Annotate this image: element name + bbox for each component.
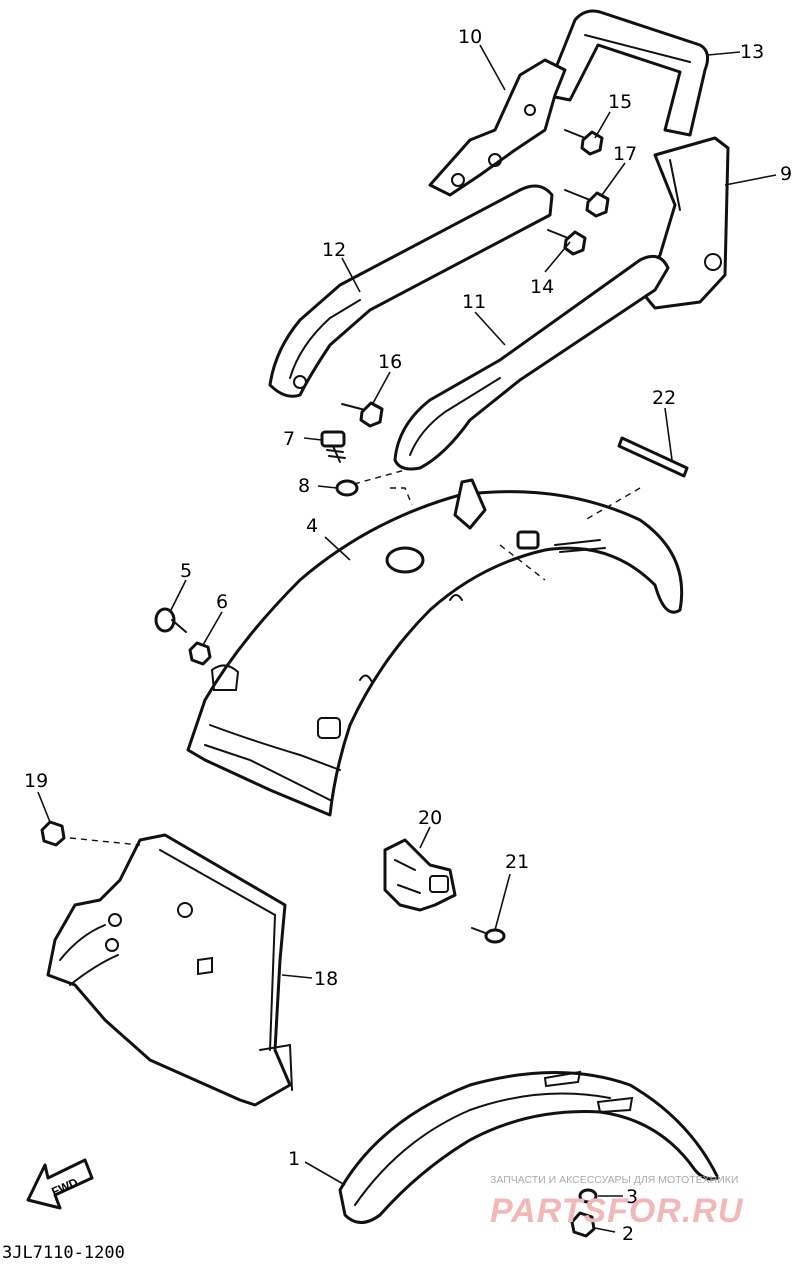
bolt-7: [320, 430, 346, 463]
watermark: ЗАПЧАСТИ И АКСЕССУАРЫ ДЛЯ МОТОТЕХНИКИ PA…: [490, 1174, 744, 1230]
nut-2: [570, 1211, 596, 1238]
part-10-left-bracket: [428, 58, 567, 197]
callout-16: 16: [378, 351, 402, 373]
callout-14: 14: [530, 276, 554, 298]
callout-19: 19: [24, 770, 48, 792]
callout-5: 5: [180, 560, 192, 582]
callout-15: 15: [608, 91, 632, 113]
nut-6: [188, 641, 212, 666]
bolt-17: [564, 189, 610, 218]
fwd-arrow-icon: FWD: [26, 1158, 94, 1210]
callout-18: 18: [314, 968, 338, 990]
callout-7: 7: [283, 428, 295, 450]
part-11-right-rail: [393, 254, 670, 471]
callout-2: 2: [622, 1223, 634, 1245]
callout-11: 11: [462, 291, 486, 313]
watermark-line: ЗАПЧАСТИ И АКСЕССУАРЫ ДЛЯ МОТОТЕХНИКИ: [490, 1174, 738, 1186]
callout-4: 4: [306, 515, 318, 537]
callout-10: 10: [458, 26, 482, 48]
callout-17: 17: [613, 143, 637, 165]
callout-6: 6: [216, 591, 228, 613]
part-20-bracket: [383, 838, 457, 912]
callout-13: 13: [740, 41, 764, 63]
leader-lines: [37, 44, 777, 1233]
bolt-15: [564, 129, 604, 156]
bolt-5: [154, 607, 187, 633]
bolt-3: [578, 1188, 598, 1204]
part-4-rear-fender: [186, 478, 684, 817]
callout-1: 1: [288, 1148, 300, 1170]
callout-9: 9: [780, 163, 792, 185]
callout-3: 3: [626, 1186, 638, 1208]
callout-20: 20: [418, 807, 442, 829]
callout-8: 8: [298, 475, 310, 497]
callout-21: 21: [505, 851, 529, 873]
assembly-lines: [69, 469, 641, 846]
diagram-code: 3JL7110-1200: [2, 1243, 125, 1263]
part-12-left-rail: [268, 184, 554, 398]
watermark-brand: PARTSFOR.RU: [490, 1192, 744, 1230]
callout-12: 12: [322, 239, 346, 261]
callout-numbers: 10 13 15 17 9 12 14 11 16 22 7 8 4 5 6 1…: [24, 26, 792, 1245]
bolt-19: [40, 820, 66, 847]
screw-21: [471, 927, 506, 944]
part-18-inner-fender: [46, 833, 293, 1107]
part-1-front-fender: [338, 1070, 720, 1224]
part-22-strip: [617, 436, 689, 478]
bolt-14: [547, 229, 587, 256]
clip-8: [335, 479, 359, 497]
part-13-grab-bar: [543, 9, 710, 137]
callout-22: 22: [652, 387, 676, 409]
bolt-16: [341, 401, 384, 428]
